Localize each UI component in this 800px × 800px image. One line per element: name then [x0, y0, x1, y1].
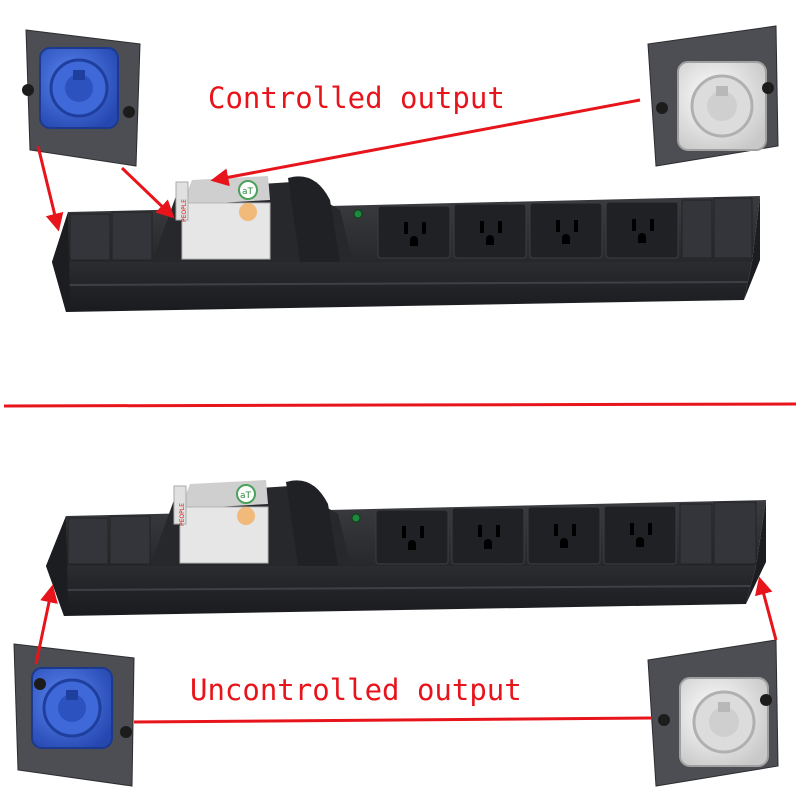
outlet[interactable]: [377, 205, 451, 259]
blue-powercon-connector: [13, 643, 135, 787]
breaker-badge: aT: [240, 491, 252, 501]
outlet[interactable]: [375, 509, 449, 565]
power-indicator-led: [351, 513, 361, 523]
outlet-row: [377, 201, 679, 259]
outlet-row: [375, 505, 677, 565]
circuit-breaker[interactable]: aT PEOPLE: [175, 176, 271, 260]
outlet[interactable]: [451, 507, 525, 565]
power-indicator-led: [353, 209, 363, 219]
power-strip-bottom: aT PEOPLE: [46, 480, 766, 616]
arrow-white-to-strip-right: [755, 576, 778, 641]
outlet[interactable]: [605, 201, 679, 259]
divider-line: [3, 402, 797, 408]
screw-icon: [658, 714, 670, 726]
screw-icon: [760, 694, 772, 706]
arrow-blue-to-breaker: [120, 166, 175, 219]
outlet[interactable]: [603, 505, 677, 565]
white-powercon-connector: [647, 639, 779, 787]
top-arrows: [36, 98, 641, 232]
breaker-badge: aT: [242, 187, 254, 197]
circuit-breaker[interactable]: aT PEOPLE: [173, 480, 269, 564]
screw-icon: [34, 678, 46, 690]
outlet[interactable]: [527, 506, 601, 565]
outlet[interactable]: [453, 203, 527, 259]
bottom-arrows: [34, 576, 778, 724]
arrow-blue-to-strip-end: [36, 145, 64, 232]
breaker-brand: PEOPLE: [181, 199, 188, 222]
screw-icon: [120, 726, 132, 738]
breaker-brand: PEOPLE: [179, 503, 186, 526]
white-powercon-connector: [647, 25, 779, 167]
arrow-blue-to-strip-left: [34, 584, 58, 665]
screw-icon: [22, 84, 34, 96]
line-blue-to-white: [133, 716, 653, 724]
controlled-output-label: Controlled output: [208, 81, 505, 115]
bottom-panel: aT PEOPLE: [13, 480, 779, 787]
arrow-white-to-breaker: [210, 98, 641, 187]
screw-icon: [123, 106, 135, 118]
outlet[interactable]: [529, 202, 603, 259]
uncontrolled-output-label: Uncontrolled output: [190, 673, 522, 707]
blue-powercon-connector: [22, 29, 141, 167]
power-strip-top: aT PEOPLE: [52, 176, 760, 312]
screw-icon: [656, 102, 668, 114]
top-panel: aT PEOPLE: [22, 25, 779, 312]
screw-icon: [762, 82, 774, 94]
